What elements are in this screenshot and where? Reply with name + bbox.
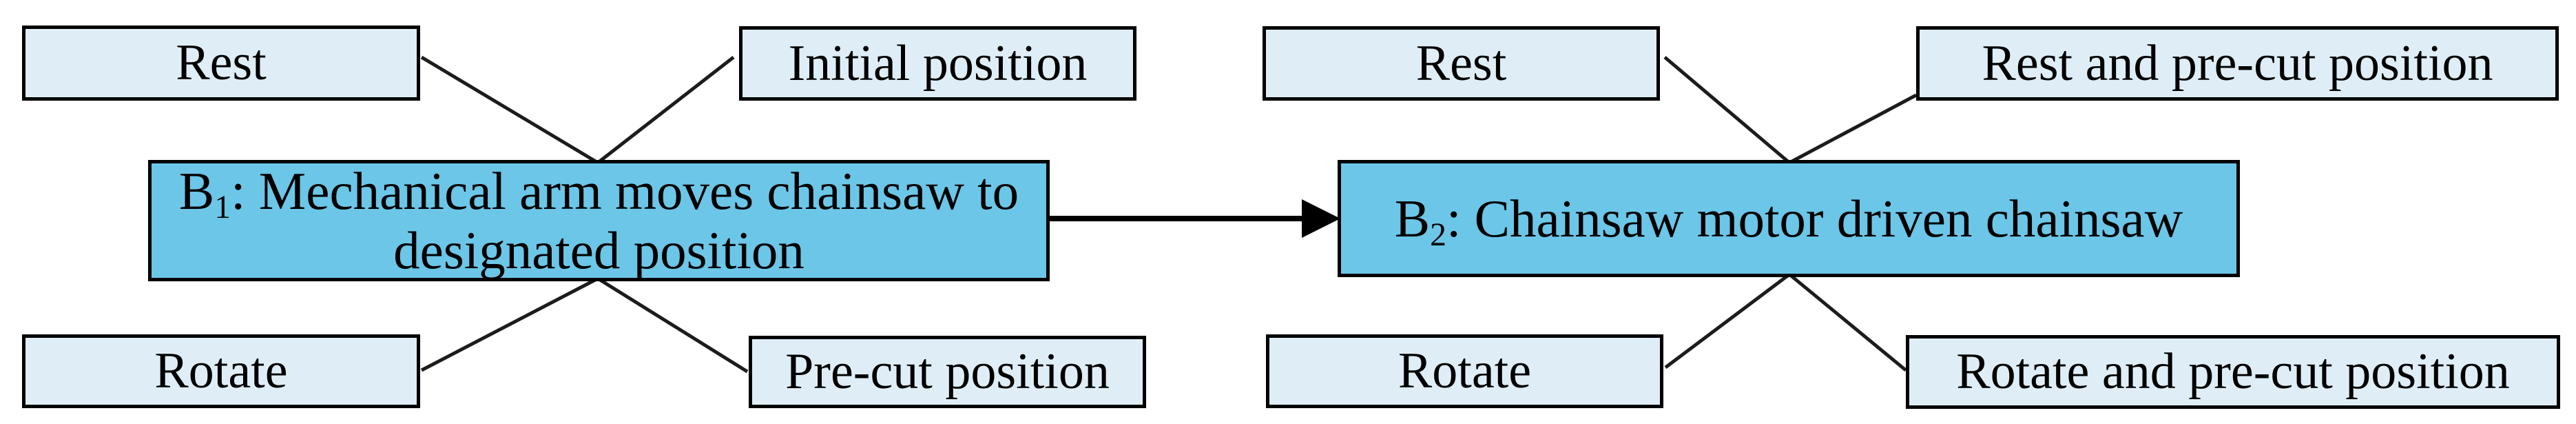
node-rest-left: Rest [22,26,420,101]
node-rotate-left-label: Rotate [154,343,288,399]
node-b1: B1: Mechanical arm moves chainsaw to des… [148,160,1050,281]
node-rest-right-label: Rest [1415,34,1507,92]
node-b2-text: : Chainsaw motor driven chainsaw [1446,188,2183,248]
connector-precut-position-to-b1 [596,276,749,374]
node-rest-right: Rest [1263,26,1660,101]
connector-rest-precut-to-b2 [1788,93,1918,165]
connector-rotate-right-to-b2 [1664,273,1791,369]
node-rest-precut-position: Rest and pre-cut position [1916,26,2559,101]
node-initial-position: Initial position [739,26,1136,101]
connector-rotate-precut-to-b2 [1788,273,1907,372]
node-b1-text: : Mechanical arm moves chainsaw to desig… [231,161,1019,280]
connector-rest-left-to-b1 [420,55,599,165]
node-b2-prefix: B [1394,188,1431,248]
node-rotate-right: Rotate [1266,334,1663,408]
node-b2: B2: Chainsaw motor driven chainsaw [1338,160,2240,277]
node-rotate-precut-position-label: Rotate and pre-cut position [1956,343,2510,400]
connector-rotate-left-to-b1 [420,276,599,372]
node-rotate-left: Rotate [22,334,420,408]
node-b1-prefix: B [178,161,215,221]
node-precut-position-label: Pre-cut position [785,343,1110,400]
node-b2-subscript: 2 [1430,216,1447,253]
node-rotate-precut-position: Rotate and pre-cut position [1906,335,2560,409]
node-b1-label: B1: Mechanical arm moves chainsaw to des… [158,161,1039,280]
node-b1-subscript: 1 [214,188,231,225]
arrow-b1-to-b2-head-icon [1302,199,1340,238]
connector-rest-right-to-b2 [1663,56,1791,164]
node-rest-precut-position-label: Rest and pre-cut position [1982,34,2493,92]
node-rest-left-label: Rest [176,34,267,91]
node-b2-label: B2: Chainsaw motor driven chainsaw [1394,188,2183,251]
node-precut-position: Pre-cut position [749,336,1146,408]
connector-initial-position-to-b1 [596,56,735,164]
node-initial-position-label: Initial position [788,34,1088,92]
node-rotate-right-label: Rotate [1398,343,1532,399]
